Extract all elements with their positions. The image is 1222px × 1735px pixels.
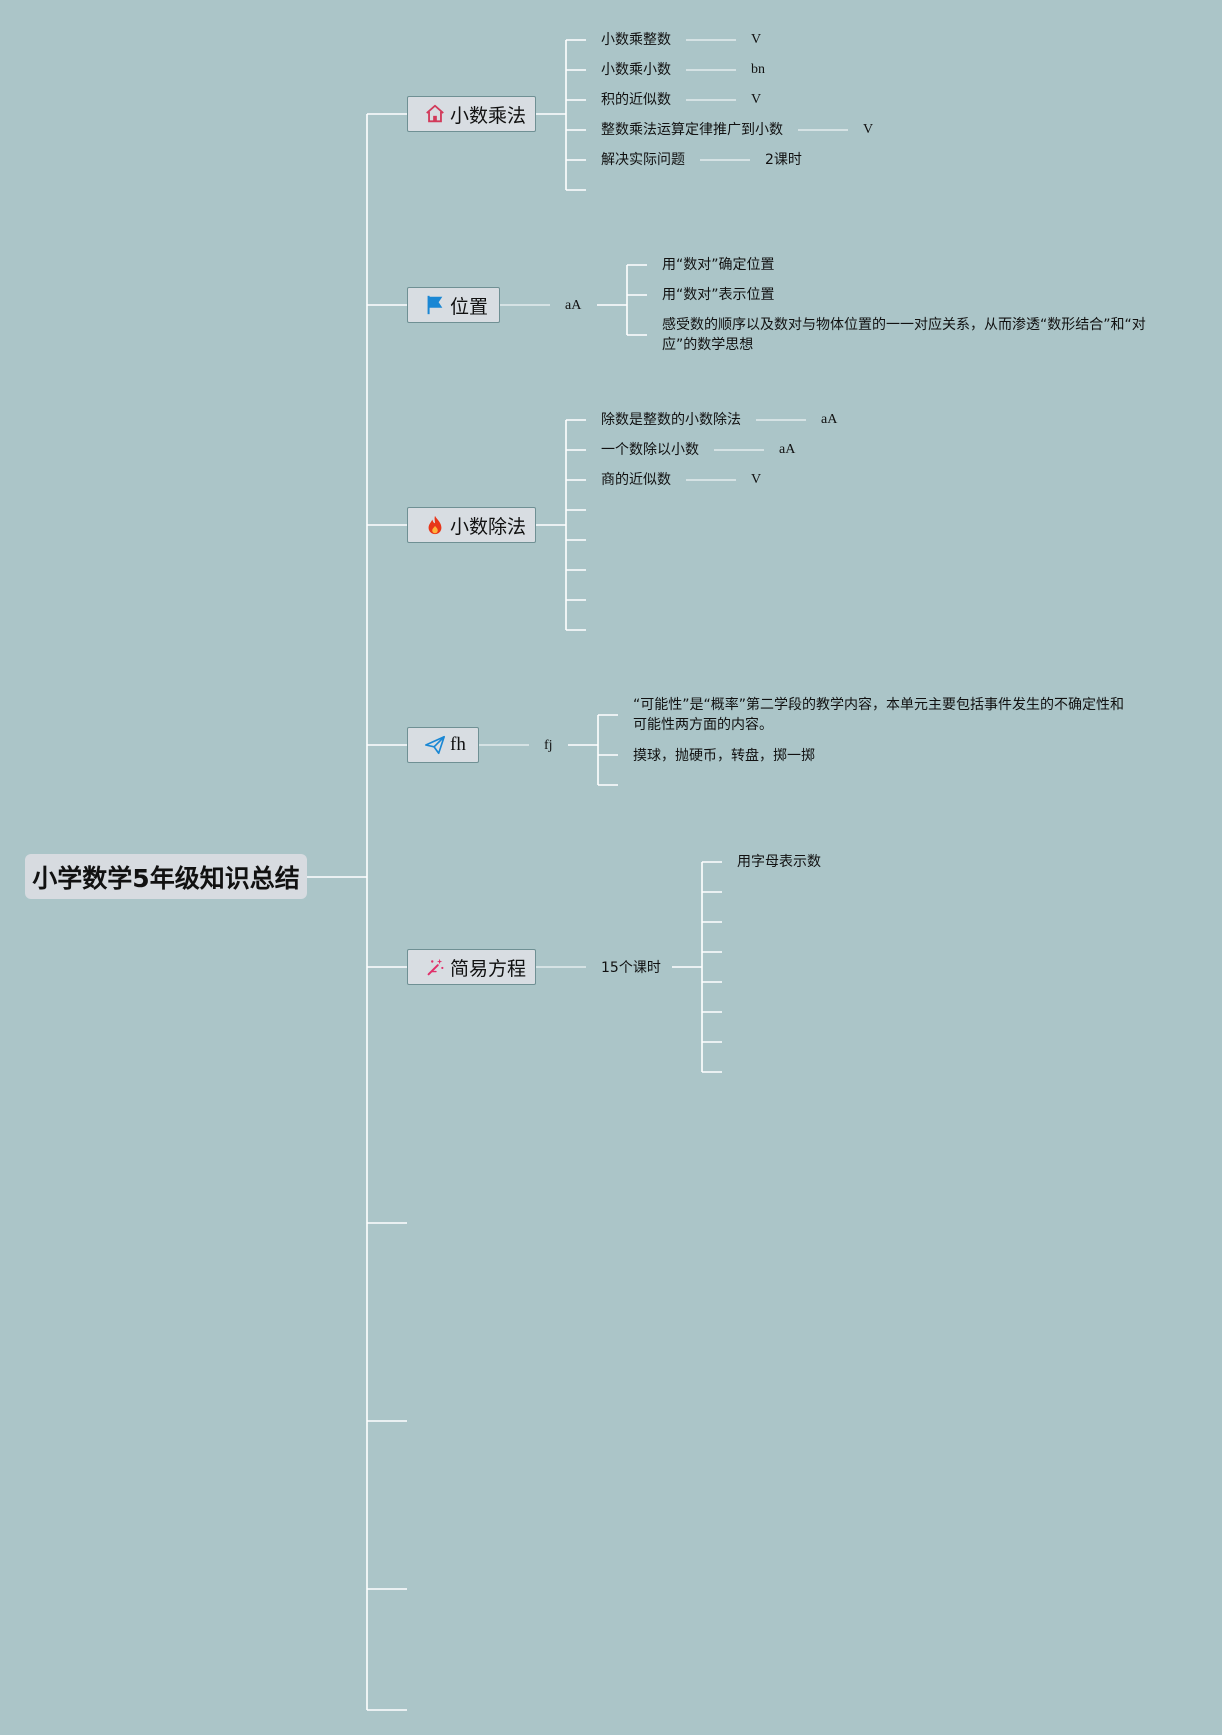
branch-mid-label[interactable]: 15个课时 [601, 960, 661, 976]
topic-label: 小数除法 [450, 515, 527, 538]
list-item[interactable]: 用字母表示数 [737, 854, 821, 870]
topic-label: 简易方程 [450, 957, 527, 980]
topic-label: 位置 [450, 295, 489, 318]
list-item[interactable]: 一个数除以小数 [601, 442, 699, 458]
leaf-note[interactable]: V [863, 122, 874, 137]
magic-wand-icon [427, 958, 444, 976]
topic-label: fh [450, 734, 466, 755]
list-item[interactable]: “可能性”是“概率”第二学段的教学内容，本单元主要包括事件发生的不确定性和可能性… [633, 697, 1125, 733]
leaf-note[interactable]: V [751, 472, 762, 487]
list-item[interactable]: 解决实际问题 [601, 152, 685, 168]
leaf-note[interactable]: 2课时 [765, 152, 802, 168]
list-item[interactable]: 积的近似数 [601, 92, 671, 108]
root-topic[interactable]: 小学数学5年级知识总结 [25, 854, 307, 899]
topic-fh[interactable]: fh [407, 727, 479, 763]
branch-mid-label[interactable]: aA [565, 298, 582, 313]
list-item[interactable]: 小数乘小数 [601, 62, 671, 78]
list-item[interactable]: 小数乘整数 [601, 32, 671, 48]
topic-decimal-multiplication[interactable]: 小数乘法 [407, 96, 536, 132]
leaf-note[interactable]: bn [751, 62, 765, 77]
flag-icon [427, 295, 443, 315]
topic-label: 小数乘法 [450, 104, 527, 127]
paper-plane-icon [425, 735, 445, 755]
list-item[interactable]: 除数是整数的小数除法 [601, 412, 741, 428]
leaf-note[interactable]: V [751, 92, 762, 107]
home-icon [426, 104, 444, 123]
list-item[interactable]: 感受数的顺序以及数对与物体位置的一一对应关系，从而渗透“数形结合”和“对应”的数… [662, 317, 1146, 353]
branch-mid-label[interactable]: fj [544, 738, 553, 753]
list-item[interactable]: 商的近似数 [601, 472, 671, 488]
topic-decimal-division[interactable]: 小数除法 [407, 507, 536, 543]
list-item[interactable]: 用“数对”表示位置 [662, 287, 775, 303]
topic-position[interactable]: 位置 [407, 287, 500, 323]
topic-simple-equation[interactable]: 简易方程 [407, 949, 536, 985]
list-item[interactable]: 整数乘法运算定律推广到小数 [601, 122, 783, 138]
list-item[interactable]: 用“数对”确定位置 [662, 257, 775, 273]
leaf-note[interactable]: aA [779, 442, 796, 457]
leaf-note[interactable]: aA [821, 412, 838, 427]
root-title: 小学数学5年级知识总结 [32, 863, 300, 893]
flame-icon [428, 515, 442, 535]
leaf-note[interactable]: V [751, 32, 762, 47]
list-item[interactable]: 摸球，抛硬币，转盘，掷一掷 [633, 748, 815, 764]
